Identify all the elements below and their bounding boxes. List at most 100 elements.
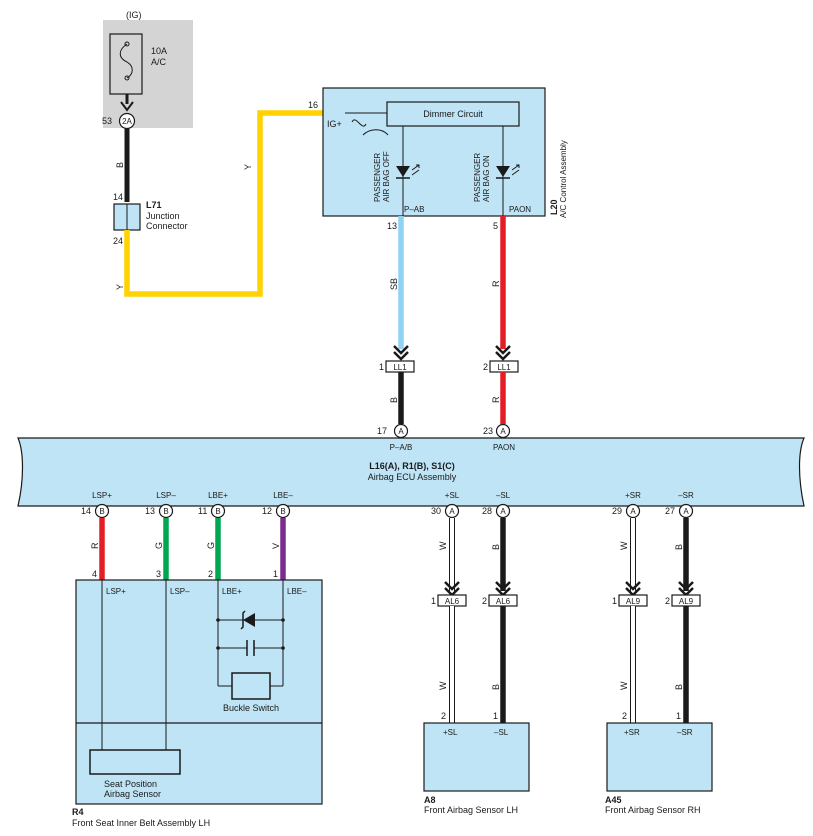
ac-out1-pin: 13 <box>387 221 397 231</box>
r4-label-3: LBE+ <box>222 587 242 596</box>
junction-dot-3 <box>216 646 220 650</box>
r4-label-2: LSP– <box>170 587 190 596</box>
al6-pin1: 1 <box>431 596 436 606</box>
buckle-switch-box <box>231 672 271 700</box>
ecu-bottom-pin-8: 27 <box>665 506 675 516</box>
ll1-arrow-2 <box>495 345 511 361</box>
ecu-bottom-conn-5-circle <box>444 503 460 519</box>
dimmer-arc <box>362 129 389 136</box>
al9-code-1: AL9 <box>626 597 641 606</box>
ecu-title: L16(A), R1(B), S1(C) <box>369 461 455 471</box>
ecu-bottom-pin-7: 29 <box>612 506 622 516</box>
led2-diode <box>496 166 510 177</box>
ll1-arrow-1 <box>393 345 409 361</box>
ecu-box <box>17 437 805 507</box>
ac-out2-pin: 5 <box>493 221 498 231</box>
ecu-bottom-conn-2: B <box>163 507 168 516</box>
buckle-switch-label: Buckle Switch <box>223 703 279 713</box>
l71-name2: Connector <box>146 221 188 231</box>
ac-pin-ig: 16 <box>308 100 318 110</box>
r4-pin-4: 1 <box>273 569 278 579</box>
al9-pin2: 2 <box>665 596 670 606</box>
fuse-arrow <box>120 101 134 112</box>
led1-diode <box>396 166 410 177</box>
wire-sb-label: SB <box>389 278 399 290</box>
ecu-bottom-conn-8-circle <box>678 503 694 519</box>
ecu-top-pin-1: 17 <box>377 426 387 436</box>
ecu-top-conn-2: A <box>500 427 506 436</box>
ecu-bottom-label-8: –SR <box>678 491 694 500</box>
l71-name1: Junction <box>146 211 180 221</box>
ecu-bottom-pin-2: 13 <box>145 506 155 516</box>
fuse-name: A/C <box>151 57 167 67</box>
ac-code: L20 <box>549 199 559 215</box>
r4-label-1: LSP+ <box>106 587 126 596</box>
a45-label-l: +SR <box>624 728 640 737</box>
wire-b-a45-label: B <box>674 684 684 690</box>
a45-code: A45 <box>605 795 622 805</box>
wire-v-lbe-minus-label: V <box>271 543 281 549</box>
al9-code-2: AL9 <box>679 597 694 606</box>
wire-b-sr-minus-label: B <box>674 544 684 550</box>
ecu-bottom-conn-7: A <box>630 507 636 516</box>
ac-ig-label: IG+ <box>327 119 342 129</box>
seat-sensor-box <box>89 749 181 775</box>
power-source-area <box>103 20 193 128</box>
led1-label1: PASSENGER <box>373 153 382 202</box>
ecu-bottom-conn-8: A <box>683 507 689 516</box>
ecu-bottom-conn-3: B <box>215 507 220 516</box>
wire-r-paon-label: R <box>491 280 501 287</box>
r4-pin-2: 3 <box>156 569 161 579</box>
wire-y-label-upper: Y <box>243 164 253 170</box>
ecu-bottom-pin-6: 28 <box>482 506 492 516</box>
ll1-code-2: LL1 <box>497 363 511 372</box>
ecu-bottom-conn-6-circle <box>495 503 511 519</box>
ecu-bottom-pins: 14 B 13 B 11 B 12 B 30 A 28 A 29 A 27 A <box>81 503 694 519</box>
al6-code-1: AL6 <box>445 597 460 606</box>
a8-name: Front Airbag Sensor LH <box>424 805 518 815</box>
al9-pin1: 1 <box>612 596 617 606</box>
wire-r-ecu-label: R <box>491 396 501 403</box>
al6-pin2: 2 <box>482 596 487 606</box>
ecu-bottom-conn-1-circle <box>94 503 110 519</box>
r4-name: Front Seat Inner Belt Assembly LH <box>72 818 210 828</box>
wire-y <box>124 110 323 297</box>
ecu-top-label-1: P–A/B <box>390 443 413 452</box>
ecu-bottom-conn-2-circle <box>158 503 174 519</box>
ecu-name: Airbag ECU Assembly <box>368 472 457 482</box>
ll1-pin1: 1 <box>379 362 384 372</box>
ecu-bottom-pin-3: 11 <box>198 506 207 516</box>
ecu-bottom-conn-3-circle <box>210 503 226 519</box>
l71-pin-bottom: 24 <box>113 236 123 246</box>
ecu-top-pin-2: 23 <box>483 426 493 436</box>
fuse-terminal-bottom <box>124 75 130 81</box>
led1-label2: AIR BAG OFF <box>382 151 391 202</box>
a8-label-l: +SL <box>443 728 458 737</box>
wire-b-sl-minus-label: B <box>491 544 501 550</box>
power-connector-circle <box>118 112 136 130</box>
ecu-bottom-conn-1: B <box>99 507 104 516</box>
wire-w-sl-plus-label: W <box>438 541 448 550</box>
l71-code: L71 <box>146 200 162 210</box>
junction-dot-2 <box>281 618 285 622</box>
wire-b-pab-label: B <box>389 397 399 403</box>
ecu-bottom-label-7: +SR <box>625 491 641 500</box>
zener-bar <box>240 610 246 630</box>
a45-box <box>606 722 713 792</box>
junction-dot-4 <box>281 646 285 650</box>
ecu-bottom-conn-6: A <box>500 507 506 516</box>
seat-sensor-label1: Seat Position <box>104 779 157 789</box>
wire-g-lsp-minus-label: G <box>154 542 164 549</box>
ecu-bottom-conn-4: B <box>280 507 285 516</box>
seat-sensor-label2: Airbag Sensor <box>104 789 161 799</box>
fuse-symbol <box>119 43 133 79</box>
ecu-bottom-label-1: LSP+ <box>92 491 112 500</box>
ecu-bottom-label-3: LBE+ <box>208 491 228 500</box>
led1-rays <box>411 164 420 176</box>
wire-b-a8-label: B <box>491 684 501 690</box>
power-pin: 53 <box>102 116 112 126</box>
ecu-bottom-label-5: +SL <box>445 491 460 500</box>
ecu-bottom-label-4: LBE– <box>273 491 293 500</box>
